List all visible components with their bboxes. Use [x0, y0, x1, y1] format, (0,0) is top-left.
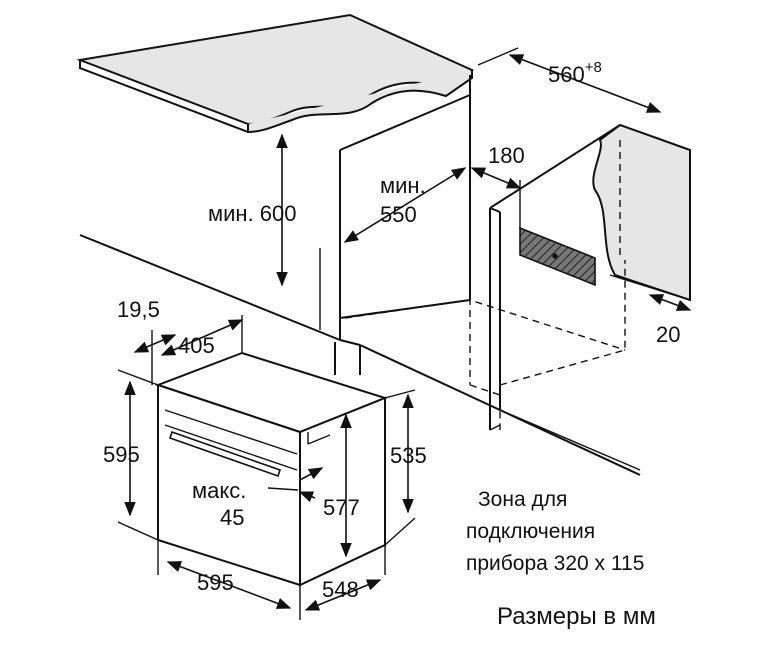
oven — [155, 351, 388, 587]
cabinet-height-label: мин. 600 — [208, 201, 297, 226]
units-note: Размеры в мм — [497, 603, 656, 630]
rear-gap-label: 20 — [656, 322, 680, 347]
connection-zone-line3: прибора 320 x 115 — [466, 552, 644, 575]
niche-width-label: 560+8 — [548, 59, 602, 87]
oven-depth-label: 548 — [322, 577, 359, 602]
max-label-line1: макс. — [192, 478, 246, 503]
niche-depth-label-line2: 550 — [380, 202, 417, 227]
connection-zone-line2: подключения — [466, 520, 595, 543]
oven-width-label: 595 — [197, 570, 234, 595]
countertop — [76, 13, 691, 302]
door-depth-label: 405 — [178, 333, 215, 358]
cabinet-niche — [79, 75, 691, 476]
front-overhang-label: 19,5 — [117, 297, 160, 322]
dimension-lines — [117, 47, 692, 620]
oven-height-label: 595 — [103, 442, 140, 467]
socket-offset-label: 180 — [488, 143, 525, 168]
niche-height-label: 577 — [323, 495, 360, 520]
max-label-line2: 45 — [220, 505, 244, 530]
niche-width-main: 560 — [548, 62, 585, 87]
body-height-label: 535 — [390, 443, 427, 468]
connection-zone-line1: Зона для — [478, 488, 567, 511]
niche-depth-label-line1: мин. — [380, 173, 426, 198]
niche-width-tolerance: +8 — [585, 59, 602, 76]
